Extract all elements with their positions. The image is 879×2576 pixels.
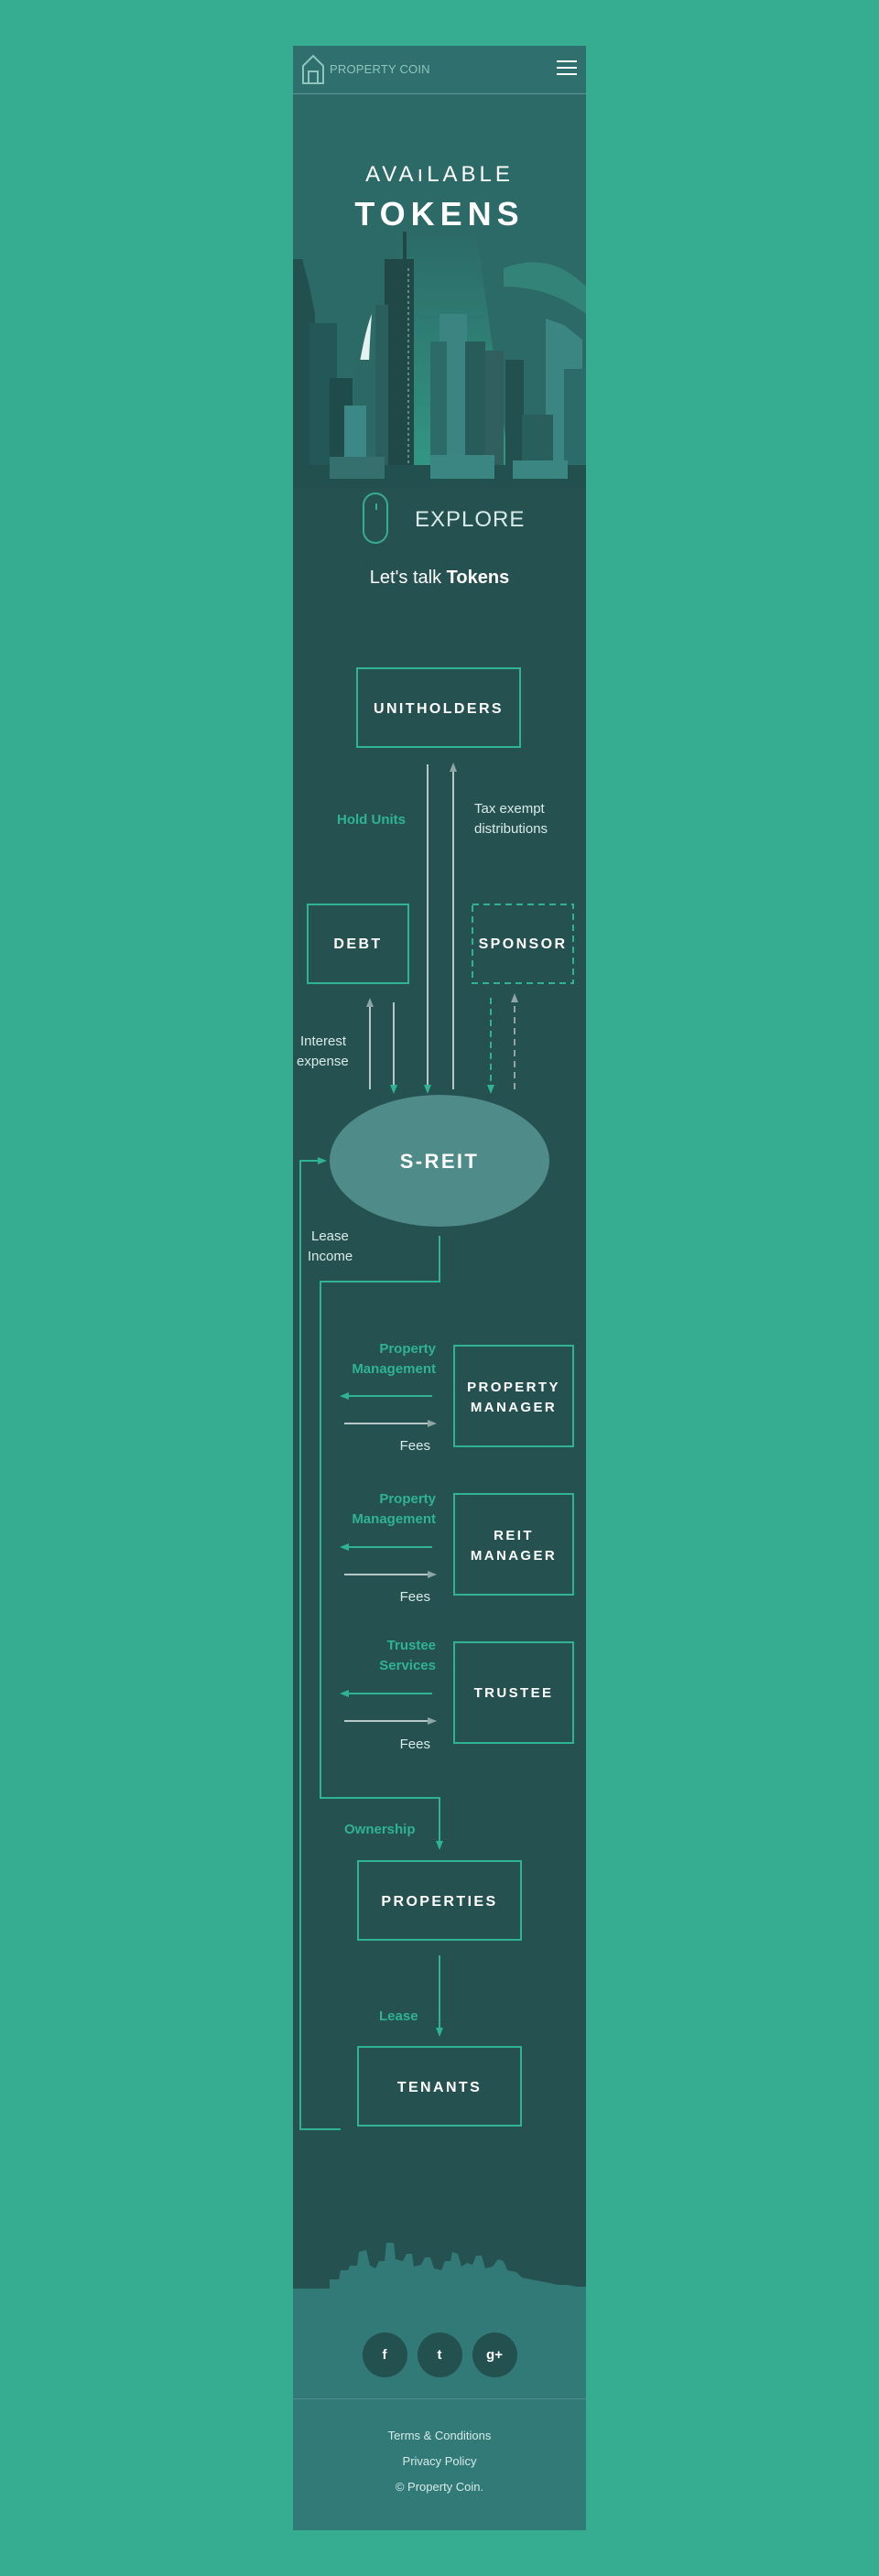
property-manager-label-2: MANAGER — [471, 1400, 557, 1415]
pm-fees-label: Fees — [400, 1438, 430, 1454]
trustee-service-label-2: Services — [379, 1658, 436, 1673]
pm-service-label-2: Management — [352, 1361, 436, 1377]
logo[interactable]: PROPERTY COIN — [300, 53, 430, 84]
footer: f t g+ Terms & Conditions Privacy Policy… — [293, 2289, 586, 2530]
sponsor-label: SPONSOR — [479, 936, 568, 952]
sreit-structure-diagram: UNITHOLDERS Hold Units Tax exempt distri… — [297, 667, 574, 2130]
trustee-fees-label: Fees — [400, 1737, 430, 1752]
pm-service-label-1: Property — [379, 1341, 436, 1357]
hero-banner: AVAıLABLE TOKENS — [293, 94, 586, 488]
rm-service-label-2: Management — [352, 1511, 436, 1527]
tenants-box — [357, 2046, 522, 2127]
explore-label: EXPLORE — [415, 507, 526, 532]
ownership-label: Ownership — [344, 1822, 416, 1837]
footer-skyline-illustration — [330, 2243, 586, 2290]
section-heading-bold: Tokens — [446, 568, 510, 588]
trustee-label: TRUSTEE — [474, 1685, 554, 1701]
hold-units-label: Hold Units — [337, 812, 406, 828]
lease-income-label-1: Lease — [311, 1228, 349, 1244]
hamburger-menu-icon[interactable] — [557, 60, 577, 77]
mobile-page: AVAıLABLE TOKENS PROPERTY COIN EXPLORE L… — [293, 46, 586, 2530]
copyright-text: © Property Coin. — [395, 2480, 484, 2494]
unitholders-box — [356, 667, 521, 748]
trustee-box — [453, 1641, 574, 1744]
tax-exempt-label-2: distributions — [474, 821, 548, 837]
property-manager-label-1: PROPERTY — [467, 1380, 560, 1395]
facebook-icon[interactable]: f — [362, 2332, 407, 2377]
sreit-label: S-REIT — [400, 1150, 480, 1173]
mouse-scroll-icon — [363, 492, 388, 544]
lease-label: Lease — [379, 2008, 418, 2024]
terms-link[interactable]: Terms & Conditions — [387, 2429, 492, 2442]
rm-fees-label: Fees — [400, 1589, 430, 1605]
sreit-ellipse — [330, 1095, 549, 1227]
house-logo-icon — [302, 54, 324, 84]
section-heading-prefix: Let's talk — [369, 568, 447, 588]
logo-text: PROPERTY COIN — [330, 61, 430, 76]
debt-label: DEBT — [333, 936, 382, 952]
properties-box — [357, 1860, 522, 1941]
header-divider — [293, 93, 586, 94]
interest-label-2: expense — [297, 1054, 349, 1069]
privacy-link[interactable]: Privacy Policy — [402, 2454, 477, 2468]
social-links: f t g+ — [293, 2332, 586, 2377]
properties-label: PROPERTIES — [381, 1894, 497, 1910]
reit-manager-label-1: REIT — [494, 1528, 534, 1543]
city-skyline-illustration — [293, 232, 586, 488]
explore-scroll-hint[interactable]: EXPLORE — [293, 485, 586, 558]
hero-title-tokens: TOKENS — [354, 195, 525, 233]
rm-service-label-1: Property — [379, 1491, 436, 1507]
unitholders-label: UNITHOLDERS — [374, 701, 504, 717]
tenants-label: TENANTS — [397, 2080, 482, 2095]
sponsor-box — [472, 904, 574, 984]
tax-exempt-label-1: Tax exempt — [474, 801, 546, 817]
interest-label-1: Interest — [300, 1034, 347, 1049]
footer-divider — [293, 2398, 586, 2399]
lease-income-label-2: Income — [308, 1249, 353, 1264]
section-heading: Let's talk Tokens — [293, 568, 586, 589]
top-navbar: PROPERTY COIN — [293, 46, 586, 94]
hero-title-available: AVAıLABLE — [365, 162, 514, 187]
debt-box — [307, 904, 409, 984]
twitter-icon[interactable]: t — [417, 2332, 462, 2377]
google-plus-icon[interactable]: g+ — [472, 2332, 517, 2377]
trustee-service-label-1: Trustee — [387, 1638, 436, 1653]
property-manager-box — [453, 1345, 574, 1447]
reit-manager-label-2: MANAGER — [471, 1548, 557, 1564]
reit-manager-box — [453, 1493, 574, 1596]
ownership-trunk — [320, 1236, 443, 1850]
lease-income-loop — [299, 1157, 341, 2130]
